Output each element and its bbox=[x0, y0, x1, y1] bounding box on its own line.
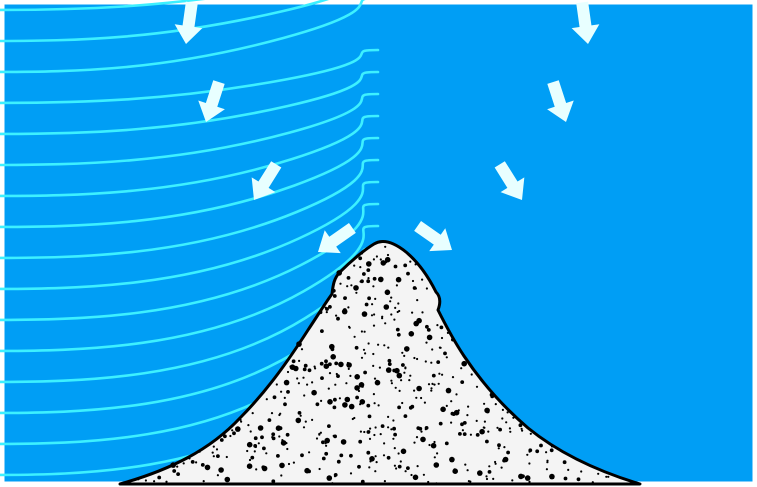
flow-diagram bbox=[0, 0, 757, 487]
